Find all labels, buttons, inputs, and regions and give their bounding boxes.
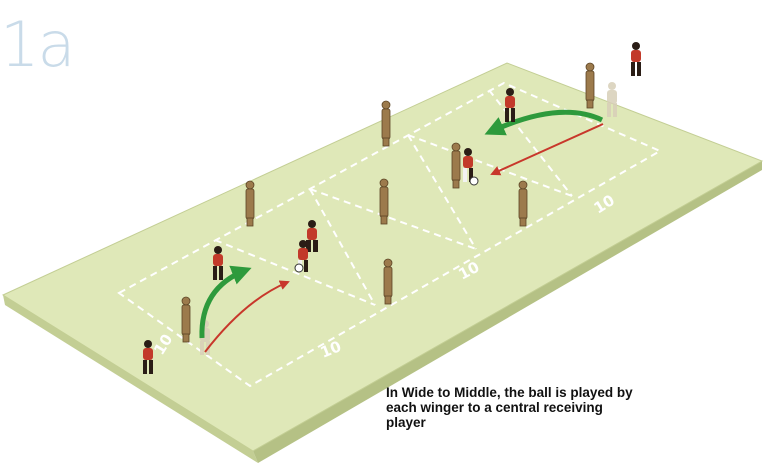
mannequin-icon xyxy=(384,259,392,304)
mannequin-icon xyxy=(519,181,527,226)
ball-icon xyxy=(295,264,303,272)
mannequin-icon xyxy=(380,179,388,224)
mannequin-icon xyxy=(586,63,594,108)
player-icon xyxy=(631,42,641,76)
mannequin-icon xyxy=(452,143,460,188)
caption: In Wide to Middle, the ball is played by… xyxy=(386,385,636,430)
mannequin-icon xyxy=(246,181,254,226)
mannequin-icon xyxy=(382,101,390,146)
ball-icon xyxy=(470,177,478,185)
mannequin-icon xyxy=(182,297,190,342)
